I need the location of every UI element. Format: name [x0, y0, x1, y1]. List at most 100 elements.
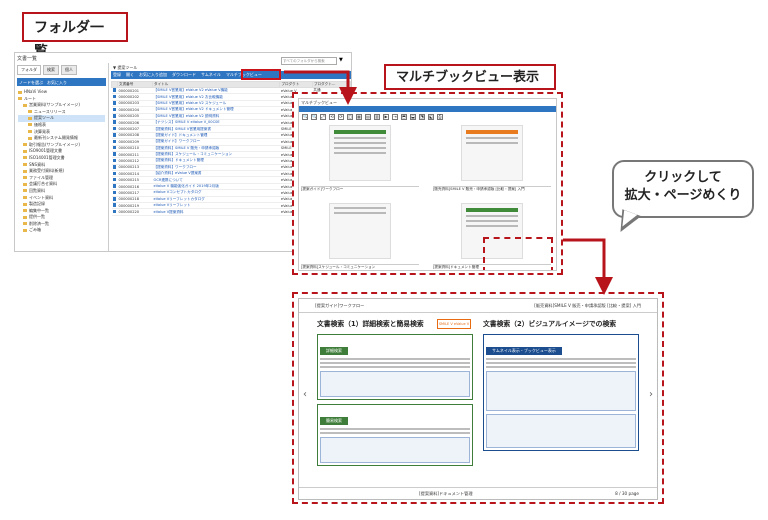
- row-checkbox[interactable]: [111, 151, 118, 159]
- page-thumbnail[interactable]: [提案資料]スケジュール・コミュニケーション: [301, 203, 419, 269]
- document-title-link[interactable]: eValue Vコンセプトカタログ: [152, 189, 280, 197]
- document-title-link[interactable]: eValue V提案資料: [152, 208, 280, 216]
- tree-item[interactable]: 業務受付資料(新規): [18, 168, 105, 175]
- tree-item[interactable]: 提供一覧: [18, 214, 105, 221]
- document-title-link[interactable]: OCR連携について: [152, 176, 280, 184]
- tree-item[interactable]: HNaVi View: [18, 89, 105, 96]
- folder-icon: [23, 228, 27, 232]
- row-checkbox[interactable]: [111, 93, 118, 101]
- tree-item-label: ISO9001管理文書: [29, 148, 63, 154]
- row-checkbox[interactable]: [111, 170, 118, 178]
- page-thumbnail[interactable]: [販売資料]SMILE V 販売・申請承認版 [比較・提案] 入門: [433, 125, 551, 191]
- document-title-link[interactable]: 【ナツシス】SMILE V eValue V_00C0E: [152, 119, 280, 127]
- mbv-tool-icon[interactable]: ⤢: [320, 114, 326, 120]
- tree-item[interactable]: 提案ツール: [18, 115, 105, 122]
- mbv-tool-icon[interactable]: ▶: [383, 114, 389, 120]
- document-title-link[interactable]: 【提案資料】スケジュール・コミュニケーション: [152, 151, 280, 159]
- page-thumbnail-selected[interactable]: [提案資料]ドキュメント管理: [433, 203, 551, 269]
- tree-item[interactable]: 削除済一覧: [18, 221, 105, 228]
- mbv-tool-icon[interactable]: ⬔: [419, 114, 425, 120]
- document-title-link[interactable]: 【紹介資料】eValue V提案書: [152, 170, 280, 178]
- tree-item[interactable]: SNS資料: [18, 162, 105, 169]
- row-checkbox[interactable]: [111, 138, 118, 146]
- document-title-link[interactable]: 【SMILE V営業用】eValue V2 スケジュール: [152, 100, 280, 108]
- tree-item[interactable]: ルート: [18, 96, 105, 103]
- row-checkbox[interactable]: [111, 202, 118, 210]
- toolbar-button[interactable]: サムネイル: [201, 72, 221, 77]
- row-checkbox[interactable]: [111, 176, 118, 184]
- row-checkbox[interactable]: [111, 164, 118, 172]
- tree-item[interactable]: 最新刊システム開発情報: [18, 135, 105, 142]
- document-title-link[interactable]: 【提案資料】ドキュメント管理: [152, 157, 280, 165]
- row-checkbox[interactable]: [111, 100, 118, 108]
- row-checkbox[interactable]: [111, 208, 118, 216]
- prev-page-icon[interactable]: ‹: [303, 389, 307, 400]
- mbv-tool-icon[interactable]: ⟳: [338, 114, 344, 120]
- mbv-tool-icon[interactable]: ⇥: [392, 114, 398, 120]
- document-title-link[interactable]: 【提案資料】ワークフロー: [152, 164, 280, 172]
- search-input[interactable]: すべてのフォルダから検索: [281, 57, 337, 65]
- mbv-tool-icon[interactable]: ⬕: [428, 114, 434, 120]
- tree-item[interactable]: ISO9001管理文書: [18, 148, 105, 155]
- row-checkbox[interactable]: [111, 189, 118, 197]
- toolbar-button[interactable]: 開く: [126, 72, 134, 77]
- toolbar-button[interactable]: ダウンロード: [172, 72, 196, 77]
- tree-item[interactable]: ファイル管理: [18, 175, 105, 182]
- search-icon[interactable]: ▼: [339, 57, 343, 63]
- document-title-link[interactable]: 【SMILE V営業用】eValue V2 説明資料: [152, 113, 280, 120]
- tree-item[interactable]: 編集中一覧: [18, 208, 105, 215]
- tree-item[interactable]: 回覧資料: [18, 188, 105, 195]
- mbv-tool-icon[interactable]: ▥: [374, 114, 380, 120]
- row-checkbox[interactable]: [111, 183, 118, 191]
- mbv-tool-icon[interactable]: ⬓: [410, 114, 416, 120]
- row-checkbox[interactable]: [111, 145, 118, 152]
- folder-icon: [23, 182, 27, 186]
- document-title-link[interactable]: 【提案資料】SMILE V 販売・申請承認版: [152, 145, 280, 152]
- toolbar-button[interactable]: お気に入り追加: [139, 72, 167, 77]
- row-checkbox[interactable]: [111, 125, 118, 133]
- folder-icon: [18, 97, 22, 101]
- tree-item[interactable]: イベント資料: [18, 195, 105, 202]
- column-header[interactable]: タイトル: [151, 81, 281, 88]
- mbv-tool-icon[interactable]: ▤: [365, 114, 371, 120]
- document-title-link[interactable]: 【提案ガイド】ドキュメント管理: [152, 132, 280, 140]
- mbv-tool-icon[interactable]: ⬒: [401, 114, 407, 120]
- document-title-link[interactable]: 【SMILE V営業用】eValue V2 ドキュメント管理: [152, 106, 280, 114]
- row-checkbox[interactable]: [111, 119, 118, 127]
- document-title-link[interactable]: 【提案ガイド】ワークフロー: [152, 138, 280, 146]
- toolbar-button[interactable]: 登録: [113, 72, 121, 77]
- mbv-tool-icon[interactable]: ▦: [356, 114, 362, 120]
- tree-item[interactable]: 取引報告(サンプルイメージ): [18, 142, 105, 149]
- row-checkbox[interactable]: [111, 196, 118, 204]
- document-title-link[interactable]: 【SMILE V営業用】eValue V2 お比較機能: [152, 93, 280, 101]
- tree-item[interactable]: 製造記録: [18, 201, 105, 208]
- next-page-icon[interactable]: ›: [649, 389, 653, 400]
- row-checkbox[interactable]: [111, 157, 118, 165]
- tree-item[interactable]: 決算発表: [18, 129, 105, 136]
- mbv-tool-icon[interactable]: ⟲: [329, 114, 335, 120]
- mbv-tool-icon[interactable]: ⎙: [437, 114, 443, 120]
- tree-item[interactable]: ISO14001管理文書: [18, 155, 105, 162]
- document-title-link[interactable]: eValue Vリーフレット: [152, 202, 280, 210]
- page-thumbnail[interactable]: [提案ガイド]ワークフロー: [301, 125, 419, 191]
- toolbar-button[interactable]: マルチブックビュー: [225, 72, 262, 77]
- row-checkbox[interactable]: [111, 132, 118, 140]
- mbv-tool-icon[interactable]: ◫: [347, 114, 353, 120]
- document-title-link[interactable]: eValue V 機能強化ガイド 2019年2月版: [152, 183, 280, 191]
- row-checkbox[interactable]: [111, 106, 118, 114]
- document-title-link[interactable]: 【SMILE V営業用】eValue V2 eValue V機能: [152, 87, 280, 95]
- tree-item[interactable]: 価格表: [18, 122, 105, 129]
- left-tab[interactable]: 検索: [43, 65, 59, 75]
- mbv-tool-icon[interactable]: 🔍: [302, 114, 308, 120]
- tree-item[interactable]: 営業資料(サンプルイメージ): [18, 102, 105, 109]
- mbv-tool-icon[interactable]: 🔍: [311, 114, 317, 120]
- tree-item[interactable]: ごみ箱: [18, 227, 105, 234]
- left-tab[interactable]: 個人: [61, 65, 77, 75]
- row-checkbox[interactable]: [111, 87, 118, 95]
- left-tab[interactable]: フォルダ: [17, 65, 41, 75]
- row-checkbox[interactable]: [111, 113, 118, 120]
- document-title-link[interactable]: eValue Vリーフレットカタログ: [152, 196, 280, 204]
- tree-item[interactable]: 会議打合せ資料: [18, 181, 105, 188]
- document-title-link[interactable]: 【提案資料】SMILE V営業用提案書: [152, 125, 280, 133]
- tree-item[interactable]: ニュースリリース: [18, 109, 105, 116]
